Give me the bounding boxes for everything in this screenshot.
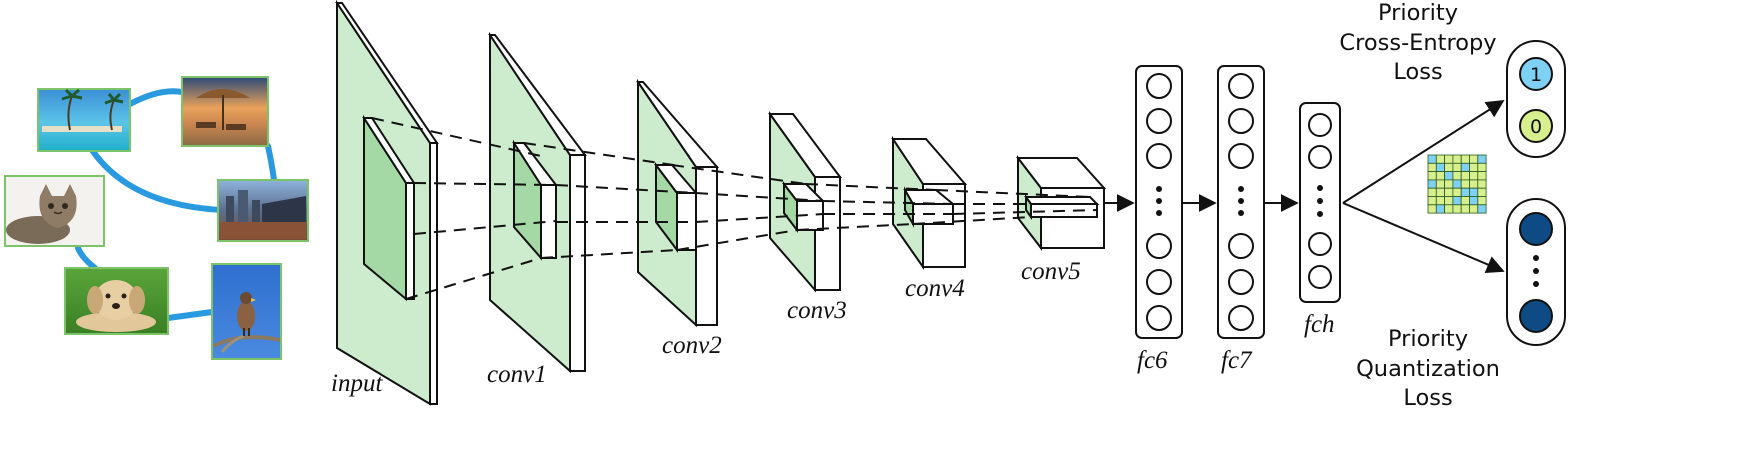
layer-fc6: [1135, 65, 1183, 339]
matrix-cell: [1477, 171, 1487, 181]
matrix-cell: [1427, 179, 1437, 189]
matrix-cell: [1427, 154, 1437, 164]
matrix-cell: [1452, 196, 1462, 206]
bit-zero-node: [1519, 109, 1553, 143]
matrix-cell: [1469, 187, 1479, 197]
bit-zero-label: 0: [1530, 116, 1542, 138]
similarity-matrix-icon: [1427, 154, 1487, 214]
code-node: [1519, 212, 1553, 246]
output-bits-pill: 1 0: [1506, 40, 1566, 158]
layer-fc7: [1217, 65, 1265, 339]
matrix-cell: [1427, 162, 1437, 173]
matrix-cell: [1427, 187, 1437, 197]
matrix-cell: [1444, 162, 1454, 173]
label-conv3: conv3: [787, 297, 847, 324]
matrix-cell: [1444, 196, 1454, 206]
matrix-cell: [1452, 171, 1462, 181]
output-codes-pill: [1506, 198, 1566, 346]
matrix-cell: [1469, 171, 1479, 181]
label-fc6: fc6: [1137, 347, 1168, 374]
matrix-cell: [1469, 204, 1479, 214]
matrix-cell: [1460, 187, 1470, 197]
photo-beach-umbrella: [181, 76, 269, 147]
matrix-cell: [1444, 187, 1454, 197]
layer-conv3-volume: [768, 110, 842, 293]
matrix-cell: [1477, 187, 1487, 197]
matrix-cell: [1452, 154, 1462, 164]
matrix-cell: [1427, 171, 1437, 181]
bit-one-node: [1519, 57, 1553, 91]
matrix-cell: [1477, 196, 1487, 206]
cross-entropy-loss-line-2: Cross-Entropy: [1339, 30, 1496, 56]
label-fc7: fc7: [1221, 347, 1253, 374]
graph-edge: [265, 143, 277, 183]
matrix-cell: [1427, 204, 1437, 214]
layer-conv1-volume: [488, 31, 587, 374]
matrix-cell: [1477, 162, 1487, 173]
matrix-cell: [1469, 154, 1479, 164]
matrix-cell: [1460, 171, 1470, 181]
matrix-cell: [1435, 179, 1446, 189]
graph-edge: [89, 147, 225, 213]
photo-city-harbor: [217, 179, 309, 242]
cross-entropy-loss-line-1: Priority: [1378, 0, 1458, 26]
photo-palm-beach: [37, 88, 131, 152]
bit-one-label: 1: [1530, 64, 1542, 86]
graph-edge: [75, 245, 98, 271]
matrix-cell: [1460, 204, 1470, 214]
matrix-cell: [1477, 179, 1487, 189]
matrix-cell: [1452, 204, 1462, 214]
label-input: input: [331, 370, 383, 397]
matrix-cell: [1435, 187, 1446, 197]
matrix-cell: [1460, 162, 1470, 173]
matrix-cell: [1452, 162, 1462, 173]
graph-edge: [165, 309, 215, 321]
matrix-cell: [1427, 196, 1437, 206]
matrix-cell: [1460, 196, 1470, 206]
label-conv4: conv4: [905, 275, 965, 302]
matrix-cell: [1444, 171, 1454, 181]
quantization-loss-line-3: Loss: [1403, 385, 1452, 411]
label-conv2: conv2: [662, 332, 722, 359]
cross-entropy-loss-line-3: Loss: [1393, 59, 1442, 85]
matrix-cell: [1460, 179, 1470, 189]
receptive-field-projections: [371, 117, 1098, 300]
label-conv1: conv1: [487, 361, 547, 388]
matrix-cell: [1477, 204, 1487, 214]
matrix-cell: [1435, 162, 1446, 173]
matrix-cell: [1452, 187, 1462, 197]
quantization-loss-line-2: Quantization: [1356, 356, 1500, 382]
quantization-loss-line-1: Priority: [1388, 326, 1468, 352]
label-conv5: conv5: [1021, 258, 1081, 285]
code-node: [1519, 299, 1553, 333]
photo-bird: [211, 263, 282, 360]
matrix-cell: [1469, 179, 1479, 189]
matrix-cell: [1469, 162, 1479, 173]
matrix-cell: [1444, 204, 1454, 214]
flow-arrows: [1104, 100, 1505, 273]
matrix-cell: [1477, 154, 1487, 164]
matrix-cell: [1469, 196, 1479, 206]
layer-conv2-volume: [636, 78, 720, 328]
graph-edge: [127, 88, 185, 107]
matrix-cell: [1435, 154, 1446, 164]
matrix-cell: [1435, 171, 1446, 181]
layer-input-volume: [335, 0, 439, 406]
similarity-graph: [4, 76, 309, 360]
matrix-cell: [1444, 179, 1454, 189]
matrix-cell: [1435, 196, 1446, 206]
layer-fch: [1299, 102, 1341, 303]
photo-cat: [4, 175, 105, 247]
matrix-cell: [1460, 154, 1470, 164]
label-fch: fch: [1304, 311, 1335, 338]
matrix-cell: [1444, 154, 1454, 164]
photo-puppy: [64, 267, 169, 335]
matrix-cell: [1435, 204, 1446, 214]
matrix-cell: [1452, 179, 1462, 189]
